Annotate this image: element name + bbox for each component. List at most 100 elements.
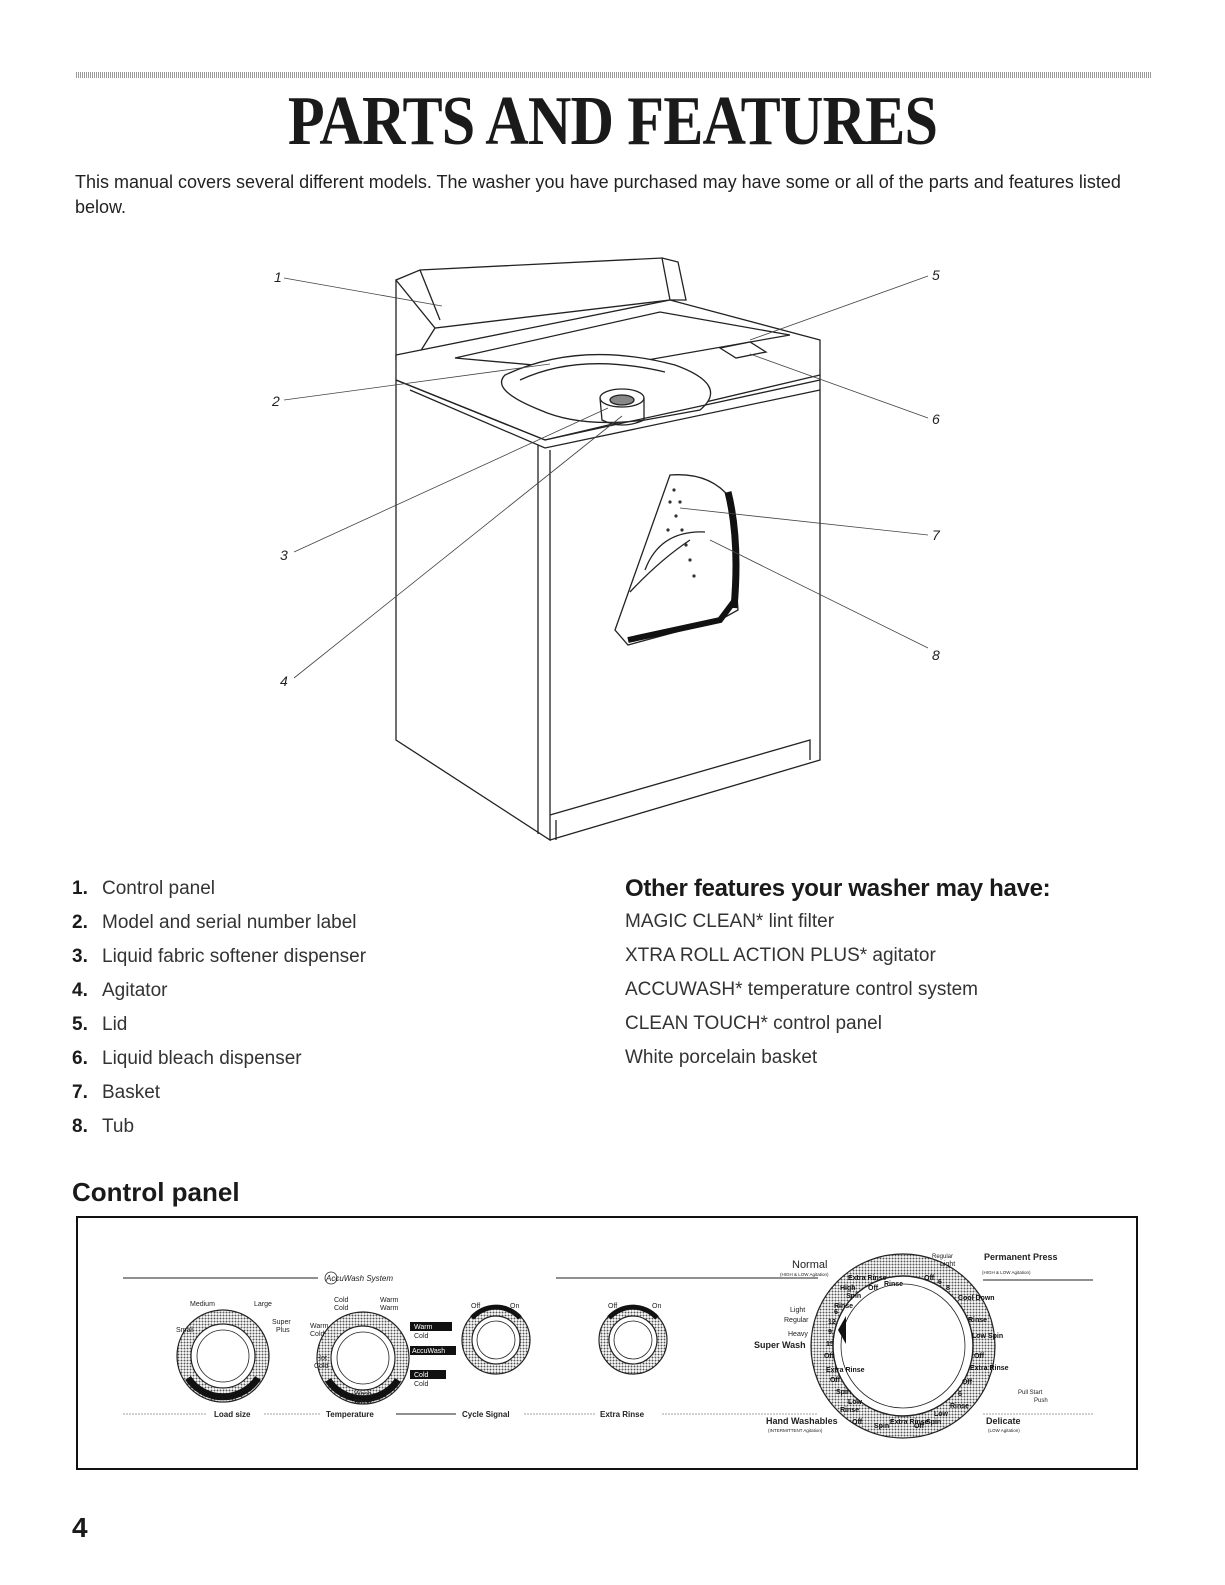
ring-label: Off — [868, 1285, 879, 1292]
other-features-heading: Other features your washer may have: — [625, 875, 1051, 902]
page-number: 4 — [72, 1512, 88, 1543]
ring-label: Rinse — [840, 1407, 859, 1414]
part-number: 8. — [72, 1116, 88, 1137]
load-large: Large — [254, 1301, 272, 1308]
ring-label: 6 — [958, 1391, 962, 1398]
washer-illustration: 1 2 3 4 5 6 7 8 — [250, 240, 970, 870]
list-item: 5.Lid — [72, 1013, 592, 1047]
ring-label: Extra Rinse — [890, 1419, 929, 1426]
top-rule — [76, 72, 1151, 78]
part-number: 1. — [72, 878, 88, 899]
list-item: CLEAN TOUCH* control panel — [625, 1013, 882, 1034]
ring-label: Extra Rinse — [826, 1367, 865, 1374]
ring-label: Low — [848, 1399, 863, 1406]
extra-rinse-knob[interactable] — [598, 1304, 668, 1375]
callout-1: 1 — [274, 269, 282, 285]
ring-label: Off — [852, 1419, 863, 1426]
temp-right-2: Warm — [414, 1324, 433, 1331]
accuwash-logo-icon — [324, 1271, 338, 1285]
cycle-signal-label: Cycle Signal — [462, 1410, 510, 1419]
cycle-dial[interactable] — [810, 1253, 996, 1439]
cycle-permanent-press-note: (HIGH & LOW Agitation) — [982, 1270, 1031, 1275]
cycle-push: Push — [1034, 1398, 1048, 1404]
callout-8: 8 — [932, 647, 940, 663]
ring-label: Extra Rinse — [970, 1365, 1009, 1372]
list-item: 3.Liquid fabric softener dispenser — [72, 945, 592, 979]
part-label: Tub — [102, 1116, 135, 1137]
control-panel-diagram: AccuWash System Load size Temperature Cy… — [76, 1216, 1138, 1470]
ring-label: Spin — [874, 1423, 889, 1430]
part-number: 3. — [72, 946, 88, 967]
intro-text: This manual covers several different mod… — [75, 172, 1121, 217]
list-item: 8. Tub — [72, 1115, 592, 1149]
part-number: 4. — [72, 980, 88, 1001]
cycle-signal-knob[interactable] — [461, 1304, 531, 1375]
list-item: MAGIC CLEAN* lint filter — [625, 911, 835, 932]
temp-right-5: Cold — [414, 1372, 429, 1379]
ring-label: 15 — [826, 1341, 834, 1348]
temp-right-1: Warm — [380, 1305, 399, 1312]
load-medium: Medium — [190, 1301, 215, 1308]
ring-label: 9 — [828, 1329, 832, 1336]
ring-label: High — [840, 1285, 856, 1292]
cycle-pull-start: Pull Start — [1018, 1390, 1043, 1396]
callout-3: 3 — [280, 547, 288, 563]
part-label: Lid — [102, 1014, 128, 1035]
cycle-regular-top: Regular — [932, 1254, 953, 1260]
ring-label: 6 — [834, 1309, 838, 1316]
callout-4: 4 — [280, 673, 288, 689]
extra-rinse-off: Off — [608, 1303, 617, 1310]
part-number: 7. — [72, 1082, 88, 1103]
cycle-signal-off: Off — [471, 1303, 480, 1310]
extra-rinse-label: Extra Rinse — [600, 1410, 645, 1419]
part-number: 2. — [72, 912, 88, 933]
part-number: 6. — [72, 1048, 88, 1069]
callout-7: 7 — [932, 527, 941, 543]
callout-2: 2 — [271, 393, 280, 409]
callout-5: 5 — [932, 267, 940, 283]
control-panel-drawing: AccuWash System Load size Temperature Cy… — [123, 1252, 1093, 1439]
ring-label: 6 — [938, 1279, 942, 1286]
load-small: Small — [176, 1327, 194, 1334]
ring-label: Off — [824, 1353, 835, 1360]
temp-left-5: Cold — [314, 1363, 329, 1370]
ring-label: 12 — [828, 1319, 836, 1326]
list-item: White porcelain basket — [625, 1047, 818, 1068]
cycle-light: Light — [790, 1307, 805, 1314]
ring-label: Rinse — [884, 1281, 903, 1288]
temp-left-2: Warm — [310, 1323, 329, 1330]
part-label: Agitator — [102, 980, 168, 1001]
ring-label: Off — [974, 1353, 985, 1360]
list-item: 2. Model and serial number label — [72, 911, 592, 945]
cycle-super-wash: Super Wash — [754, 1340, 806, 1350]
temp-wash: Wash — [354, 1391, 372, 1398]
extra-rinse-on: On — [652, 1303, 661, 1310]
ring-label: Low — [934, 1411, 949, 1418]
other-features-list: MAGIC CLEAN* lint filter XTRA ROLL ACTIO… — [625, 910, 1185, 1080]
ring-label: Rinse — [834, 1303, 853, 1310]
other-features: Other features your washer may have: MAG… — [625, 874, 1185, 1080]
load-size-knob[interactable] — [176, 1309, 270, 1403]
cycle-light-top: Light — [940, 1261, 955, 1268]
cycle-hand-washables: Hand Washables — [766, 1416, 838, 1426]
cycle-signal-on: On — [510, 1303, 519, 1310]
control-panel-heading: Control panel — [72, 1177, 240, 1207]
cycle-hand-washables-note: (INTERMITTENT Agitation) — [768, 1428, 823, 1433]
list-item: 7.Basket — [72, 1081, 592, 1115]
page-title: PARTS AND FEATURES — [287, 83, 938, 160]
ring-label: Off — [962, 1379, 973, 1386]
load-super: Super — [272, 1319, 291, 1326]
list-item: 1.Control panel — [72, 877, 592, 911]
cycle-normal: Normal — [792, 1259, 827, 1271]
cycle-permanent-press: Permanent Press — [984, 1252, 1058, 1262]
washer-drawing: 1 2 3 4 5 6 7 8 — [271, 257, 941, 842]
temperature-label: Temperature — [326, 1410, 374, 1419]
part-label: Model and serial number label — [102, 912, 357, 933]
ring-label: Cool Down — [958, 1295, 995, 1302]
temperature-knob[interactable] — [316, 1311, 410, 1405]
load-size-label: Load size — [214, 1410, 251, 1419]
ring-label: Spin — [836, 1389, 851, 1396]
ring-label: Low Spin — [972, 1333, 1003, 1340]
accuwash-logo: AccuWash System — [325, 1274, 393, 1283]
parts-list: 1.Control panel 2. Model and serial numbe… — [72, 877, 592, 1149]
